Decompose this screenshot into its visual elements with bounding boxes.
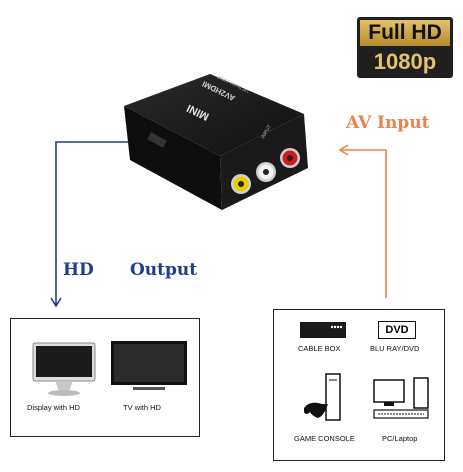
hd-output-arrow <box>55 141 128 305</box>
full-hd-badge: Full HD 1080p <box>357 17 453 78</box>
output-label-1: TV with HD <box>123 403 161 412</box>
input-label-0: CABLE BOX <box>298 344 341 353</box>
input-label-1: BLU RAY/DVD <box>370 344 420 353</box>
av2hdmi-converter: MINI AV2HDMI UP Scaler 1080P INPUT <box>124 74 308 210</box>
input-label-2: GAME CONSOLE <box>294 434 355 443</box>
rca-red-jack <box>280 148 300 168</box>
monitor-icon <box>32 342 96 396</box>
tv-icon <box>111 341 187 390</box>
av-input-label: AV Input <box>346 113 430 133</box>
hd-output-arrowhead <box>50 297 62 308</box>
dvd-icon: DVD <box>378 321 416 339</box>
rca-yellow-jack <box>231 174 251 194</box>
input-label-3: PC/Laptop <box>382 434 418 443</box>
av-input-arrowhead <box>338 144 349 156</box>
output-label-0: Display with HD <box>27 403 80 412</box>
pc-laptop-icon <box>373 377 429 419</box>
badge-line2: 1080p <box>373 49 437 74</box>
rca-white-jack <box>256 162 276 182</box>
output-devices-box: Display with HD TV with HD <box>10 318 200 437</box>
badge-line1: Full HD <box>360 20 450 46</box>
output-label: Output <box>130 260 198 280</box>
av-input-arrow <box>342 149 387 298</box>
cable-box-icon <box>300 322 346 338</box>
game-console-icon <box>304 373 341 421</box>
hd-label: HD <box>63 260 94 280</box>
input-devices-box: CABLE BOX DVD BLU RAY/DVD GAME CONSOLE P… <box>273 309 445 461</box>
